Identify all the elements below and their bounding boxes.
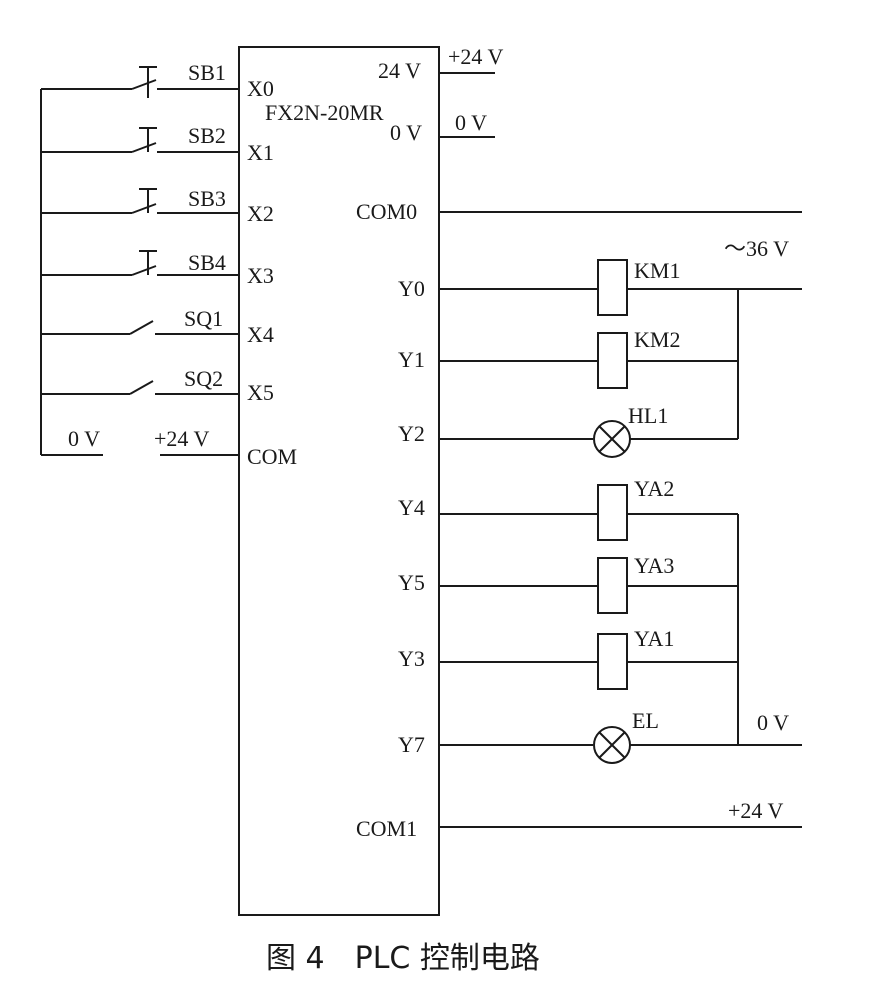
output-terminal-label: Y0 <box>398 276 425 301</box>
input-terminal-label: X0 <box>247 76 274 101</box>
input-terminal-label: X1 <box>247 140 274 165</box>
ac36-supply-label: ～36 V <box>724 236 789 261</box>
output-row-ya3: Y5 YA3 <box>398 553 738 614</box>
switch-contact <box>131 203 157 214</box>
input-com-terminal-label: COM <box>247 444 297 469</box>
switch-contact <box>129 320 154 335</box>
output-zero-label: 0 V <box>757 710 789 735</box>
input-zero-label: 0 V <box>68 426 100 451</box>
switch-label: SB4 <box>188 250 226 275</box>
output-terminal-label: Y2 <box>398 421 425 446</box>
input-row-sb3: SB3 X2 <box>41 186 274 226</box>
switch-label: SB1 <box>188 60 226 85</box>
input-terminal-label: X3 <box>247 263 274 288</box>
output-row-el: Y7 EL <box>398 708 738 764</box>
plc-zero-supply-label: 0 V <box>455 110 487 135</box>
solenoid-coil <box>597 633 628 690</box>
output-terminal-label: Y5 <box>398 570 425 595</box>
com1-plus24-label: +24 V <box>728 798 784 823</box>
switch-label: SB2 <box>188 123 226 148</box>
output-row-km1: Y0 KM1 <box>398 258 680 316</box>
input-row-sq2: SQ2 X5 <box>41 366 274 405</box>
solenoid-coil <box>597 557 628 614</box>
output-row-ya1: Y3 YA1 <box>398 626 738 690</box>
switch-contact <box>131 79 157 90</box>
switch-label: SQ1 <box>184 306 223 331</box>
output-row-hl1: Y2 HL1 <box>398 403 738 458</box>
relay-coil <box>597 332 628 389</box>
output-terminal-label: Y3 <box>398 646 425 671</box>
plc-body <box>238 46 440 916</box>
com1-terminal-label: COM1 <box>356 816 417 841</box>
figure-caption: 图 4 PLC 控制电路 <box>266 941 540 976</box>
input-terminal-label: X4 <box>247 322 274 347</box>
output-terminal-label: Y4 <box>398 495 425 520</box>
input-row-sq1: SQ1 X4 <box>41 306 274 347</box>
output-row-ya2: Y4 YA2 <box>398 476 674 541</box>
input-terminal-label: X2 <box>247 201 274 226</box>
lamp-icon <box>593 420 631 458</box>
com0-terminal-label: COM0 <box>356 199 417 224</box>
output-terminal-label: Y1 <box>398 347 425 372</box>
load-label: EL <box>632 708 659 733</box>
load-label: YA3 <box>634 553 674 578</box>
solenoid-coil <box>597 484 628 541</box>
load-label: YA1 <box>634 626 674 651</box>
relay-coil <box>597 259 628 316</box>
plc-plus24-supply-label: +24 V <box>448 44 504 69</box>
plc-24v-terminal-label: 24 V <box>378 58 421 83</box>
switch-contact <box>131 265 157 276</box>
input-plus24-label: +24 V <box>154 426 210 451</box>
load-label: HL1 <box>628 403 668 428</box>
plc-model-label: FX2N-20MR <box>265 100 384 125</box>
load-label: KM1 <box>634 258 680 283</box>
switch-label: SQ2 <box>184 366 223 391</box>
switch-contact <box>131 142 157 153</box>
input-row-sb4: SB4 X3 <box>41 250 274 288</box>
input-row-sb2: SB2 X1 <box>41 123 274 165</box>
input-row-sb1: SB1 X0 <box>41 60 274 101</box>
input-terminal-label: X5 <box>247 380 274 405</box>
load-label: YA2 <box>634 476 674 501</box>
output-terminal-label: Y7 <box>398 732 425 757</box>
plc-0v-terminal-label: 0 V <box>390 120 422 145</box>
load-label: KM2 <box>634 327 680 352</box>
switch-label: SB3 <box>188 186 226 211</box>
output-row-km2: Y1 KM2 <box>398 327 738 389</box>
lamp-icon <box>593 726 631 764</box>
switch-contact <box>129 380 154 395</box>
